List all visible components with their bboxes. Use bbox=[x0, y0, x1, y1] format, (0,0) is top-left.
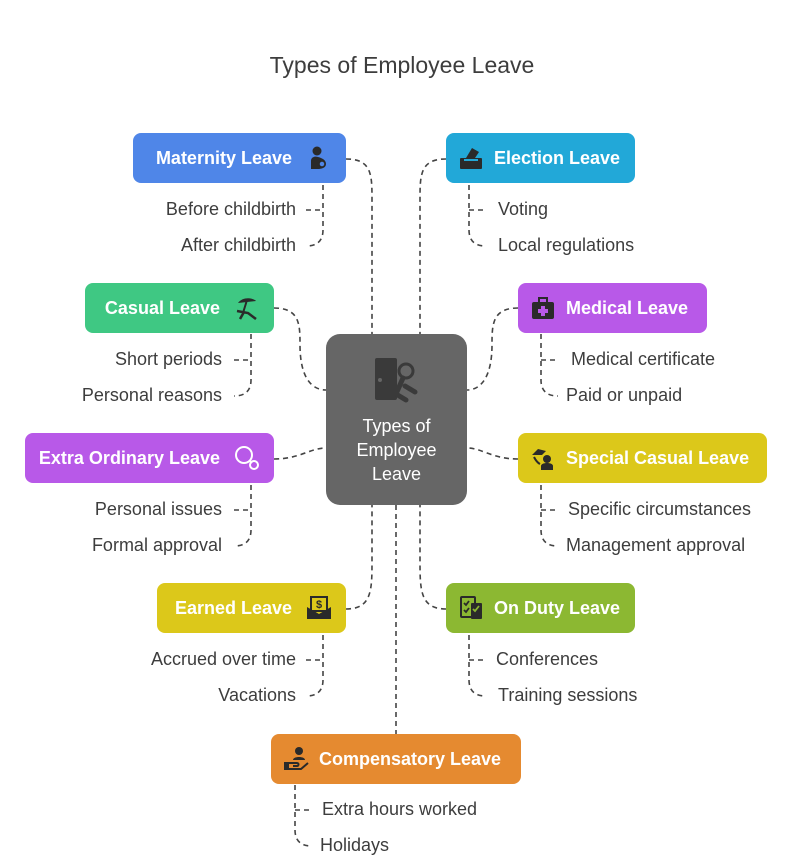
checklist-document-icon bbox=[458, 595, 484, 621]
node-label: Special Casual Leave bbox=[566, 447, 750, 468]
node-casual-leave: Casual Leave bbox=[85, 283, 274, 333]
beach-chair-icon bbox=[234, 295, 260, 321]
list-item: Before childbirth bbox=[165, 199, 296, 219]
node-special-casual-leave: Special Casual Leave bbox=[518, 433, 767, 483]
center-label-line2: Employee bbox=[356, 440, 437, 460]
diagram-title: Types of Employee Leave bbox=[269, 52, 535, 78]
svg-text:$: $ bbox=[316, 599, 322, 611]
cash-envelope-icon: $ bbox=[306, 595, 332, 621]
pregnant-woman-icon bbox=[306, 145, 332, 171]
node-earned-leave: Earned Leave $ bbox=[157, 583, 346, 633]
list-item: Personal issues bbox=[94, 499, 222, 519]
list-item: Conferences bbox=[496, 649, 599, 669]
list-item: Management approval bbox=[566, 535, 746, 555]
list-item: Personal reasons bbox=[81, 385, 222, 405]
node-label: Compensatory Leave bbox=[319, 748, 502, 769]
list-item: Voting bbox=[498, 199, 549, 219]
list-item: After childbirth bbox=[180, 235, 296, 255]
list-item: Short periods bbox=[114, 349, 222, 369]
node-medical-leave: Medical Leave bbox=[518, 283, 707, 333]
hand-offering-person-icon bbox=[283, 746, 309, 772]
center-label-line3: Leave bbox=[371, 464, 422, 484]
list-item: Training sessions bbox=[498, 685, 638, 705]
magnifier-gear-icon bbox=[234, 445, 260, 471]
list-item: Local regulations bbox=[498, 235, 635, 255]
node-extra-ordinary-leave: Extra Ordinary Leave bbox=[25, 433, 274, 483]
list-item: Accrued over time bbox=[150, 649, 296, 669]
node-election-leave: Election Leave bbox=[446, 133, 635, 183]
node-label: Election Leave bbox=[494, 147, 621, 168]
list-item: Vacations bbox=[218, 685, 296, 705]
node-label: On Duty Leave bbox=[494, 597, 621, 618]
list-item: Medical certificate bbox=[571, 349, 716, 369]
list-item: Specific circumstances bbox=[568, 499, 752, 519]
node-label: Earned Leave bbox=[174, 597, 292, 618]
node-label: Medical Leave bbox=[566, 297, 689, 318]
exit-door-person-icon bbox=[371, 354, 423, 406]
node-on-duty-leave: On Duty Leave bbox=[446, 583, 635, 633]
node-label: Maternity Leave bbox=[155, 147, 292, 168]
hand-person-icon bbox=[530, 445, 556, 471]
center-node: Types of Employee Leave bbox=[326, 334, 467, 505]
list-item: Formal approval bbox=[91, 535, 222, 555]
list-item: Holidays bbox=[320, 835, 390, 855]
center-label-line1: Types of bbox=[362, 416, 431, 436]
node-compensatory-leave: Compensatory Leave bbox=[271, 734, 521, 784]
ballot-box-icon bbox=[458, 145, 484, 171]
node-maternity-leave: Maternity Leave bbox=[133, 133, 346, 183]
node-label: Extra Ordinary Leave bbox=[38, 447, 220, 468]
list-item: Paid or unpaid bbox=[566, 385, 683, 405]
list-item: Extra hours worked bbox=[322, 799, 478, 819]
medical-kit-icon bbox=[530, 295, 556, 321]
node-label: Casual Leave bbox=[104, 297, 220, 318]
